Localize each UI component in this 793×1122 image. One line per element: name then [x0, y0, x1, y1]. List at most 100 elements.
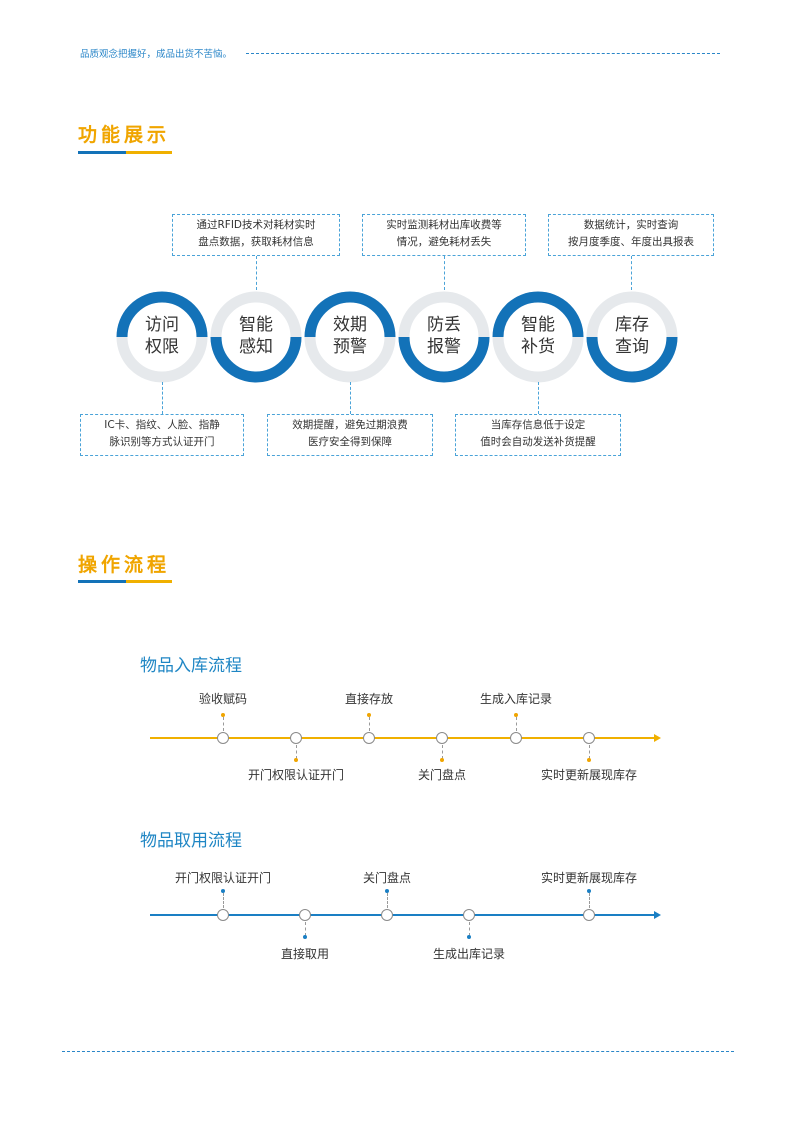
step-connector — [442, 745, 443, 759]
step-connector — [589, 745, 590, 759]
callout-line: 效期提醒，避免过期浪费 — [292, 419, 408, 431]
feature-label-line: 补货 — [521, 337, 555, 357]
timeline-node — [363, 732, 375, 744]
ring-arc-top — [304, 291, 396, 338]
step-dot — [221, 713, 225, 717]
feature-rings-graphic — [116, 291, 678, 383]
step-connector — [305, 922, 306, 936]
callout-line: 医疗安全得到保障 — [308, 436, 392, 448]
step-connector — [589, 893, 590, 908]
ring-arc-top — [492, 291, 584, 338]
inbound-flow-title: 物品入库流程 — [140, 656, 242, 676]
inbound-step-label: 实时更新展现库存 — [540, 768, 637, 782]
feature-label-line: 权限 — [145, 337, 179, 357]
callout-line: 值时会自动发送补货提醒 — [480, 436, 596, 448]
step-dot — [587, 889, 591, 893]
process-section-title: 操作流程 — [78, 554, 171, 576]
connector-line — [162, 382, 163, 414]
callout-expiry-warning: 效期提醒，避免过期浪费 医疗安全得到保障 — [267, 414, 433, 456]
step-dot — [587, 758, 591, 762]
timeline-node — [463, 909, 475, 921]
feature-label-line: 感知 — [239, 337, 273, 357]
feature-label-line: 访问 — [145, 315, 179, 335]
step-dot — [440, 758, 444, 762]
callout-smart-replenish: 当库存信息低于设定 值时会自动发送补货提醒 — [455, 414, 621, 456]
feature-expiry-warning: 效期 预警 — [320, 314, 380, 358]
callout-line: 按月度季度、年度出具报表 — [568, 236, 694, 248]
timeline-node — [583, 732, 595, 744]
header-divider — [246, 53, 720, 54]
outbound-step-label: 直接取用 — [280, 947, 329, 961]
outbound-timeline-arrow — [150, 911, 661, 919]
feature-stock-query: 库存 查询 — [602, 314, 662, 358]
ring-arc-bottom — [586, 336, 678, 383]
step-connector — [296, 745, 297, 759]
inbound-step-label: 生成入库记录 — [479, 692, 552, 706]
feature-label-line: 报警 — [427, 337, 461, 357]
connector-line — [631, 256, 632, 290]
step-dot — [294, 758, 298, 762]
step-dot — [467, 935, 471, 939]
ring-arc-bottom — [398, 336, 490, 383]
features-section-title: 功能展示 — [78, 124, 171, 146]
callout-line: 通过RFID技术对耗材实时 — [196, 219, 316, 231]
callout-anti-loss: 实时监测耗材出库收费等 情况，避免耗材丢失 — [362, 214, 526, 256]
step-dot — [514, 713, 518, 717]
feature-label-line: 智能 — [521, 315, 555, 335]
callout-line: IC卡、指纹、人脸、指静 — [104, 419, 220, 431]
outbound-step-label: 开门权限认证开门 — [174, 871, 271, 885]
inbound-step-label: 开门权限认证开门 — [247, 768, 344, 782]
inbound-timeline-arrow — [150, 734, 661, 742]
inbound-step-label: 直接存放 — [344, 692, 393, 706]
feature-smart-sensing: 智能 感知 — [226, 314, 286, 358]
connector-line — [256, 256, 257, 290]
arrow-head-icon — [654, 911, 661, 919]
ring-arc-bottom — [210, 336, 302, 383]
step-connector — [516, 717, 517, 731]
outbound-step-label: 关门盘点 — [362, 871, 411, 885]
timeline-node — [217, 909, 229, 921]
feature-label-line: 智能 — [239, 315, 273, 335]
callout-line: 数据统计，实时查询 — [583, 219, 679, 231]
timeline-node — [290, 732, 302, 744]
footer-divider — [62, 1051, 734, 1052]
callout-line: 脉识别等方式认证开门 — [109, 436, 215, 448]
feature-label-line: 查询 — [615, 337, 649, 357]
timeline-node — [299, 909, 311, 921]
step-dot — [367, 713, 371, 717]
timeline-node — [436, 732, 448, 744]
callout-line: 盘点数据，获取耗材信息 — [198, 236, 314, 248]
feature-label-line: 库存 — [615, 315, 649, 335]
title-underline-orange — [126, 151, 172, 154]
feature-label-line: 预警 — [333, 337, 367, 357]
connector-line — [444, 256, 445, 290]
timeline-node — [583, 909, 595, 921]
inbound-step-label: 验收赋码 — [198, 692, 247, 706]
callout-stock-query: 数据统计，实时查询 按月度季度、年度出具报表 — [548, 214, 714, 256]
step-connector — [223, 717, 224, 731]
title-underline-blue — [78, 151, 126, 154]
callout-line: 实时监测耗材出库收费等 — [386, 219, 502, 231]
timeline-node — [510, 732, 522, 744]
title-underline-orange — [126, 580, 172, 583]
step-dot — [303, 935, 307, 939]
callout-line: 情况，避免耗材丢失 — [396, 236, 492, 248]
inbound-step-label: 关门盘点 — [417, 768, 466, 782]
callout-access-control: IC卡、指纹、人脸、指静 脉识别等方式认证开门 — [80, 414, 244, 456]
outbound-step-label: 实时更新展现库存 — [540, 871, 637, 885]
feature-anti-loss-alarm: 防丢 报警 — [414, 314, 474, 358]
timeline-node — [217, 732, 229, 744]
feature-label-line: 效期 — [333, 315, 367, 335]
outbound-step-label: 生成出库记录 — [432, 947, 505, 961]
step-dot — [385, 889, 389, 893]
header-tagline: 品质观念把握好，成品出货不苦恼。 — [80, 49, 233, 60]
feature-smart-replenish: 智能 补货 — [508, 314, 568, 358]
step-connector — [223, 893, 224, 908]
feature-access-control: 访问 权限 — [132, 314, 192, 358]
step-connector — [387, 893, 388, 908]
feature-label-line: 防丢 — [427, 315, 461, 335]
title-underline-blue — [78, 580, 126, 583]
timeline-node — [381, 909, 393, 921]
ring-arc-top — [116, 291, 208, 338]
callout-line: 当库存信息低于设定 — [490, 419, 586, 431]
